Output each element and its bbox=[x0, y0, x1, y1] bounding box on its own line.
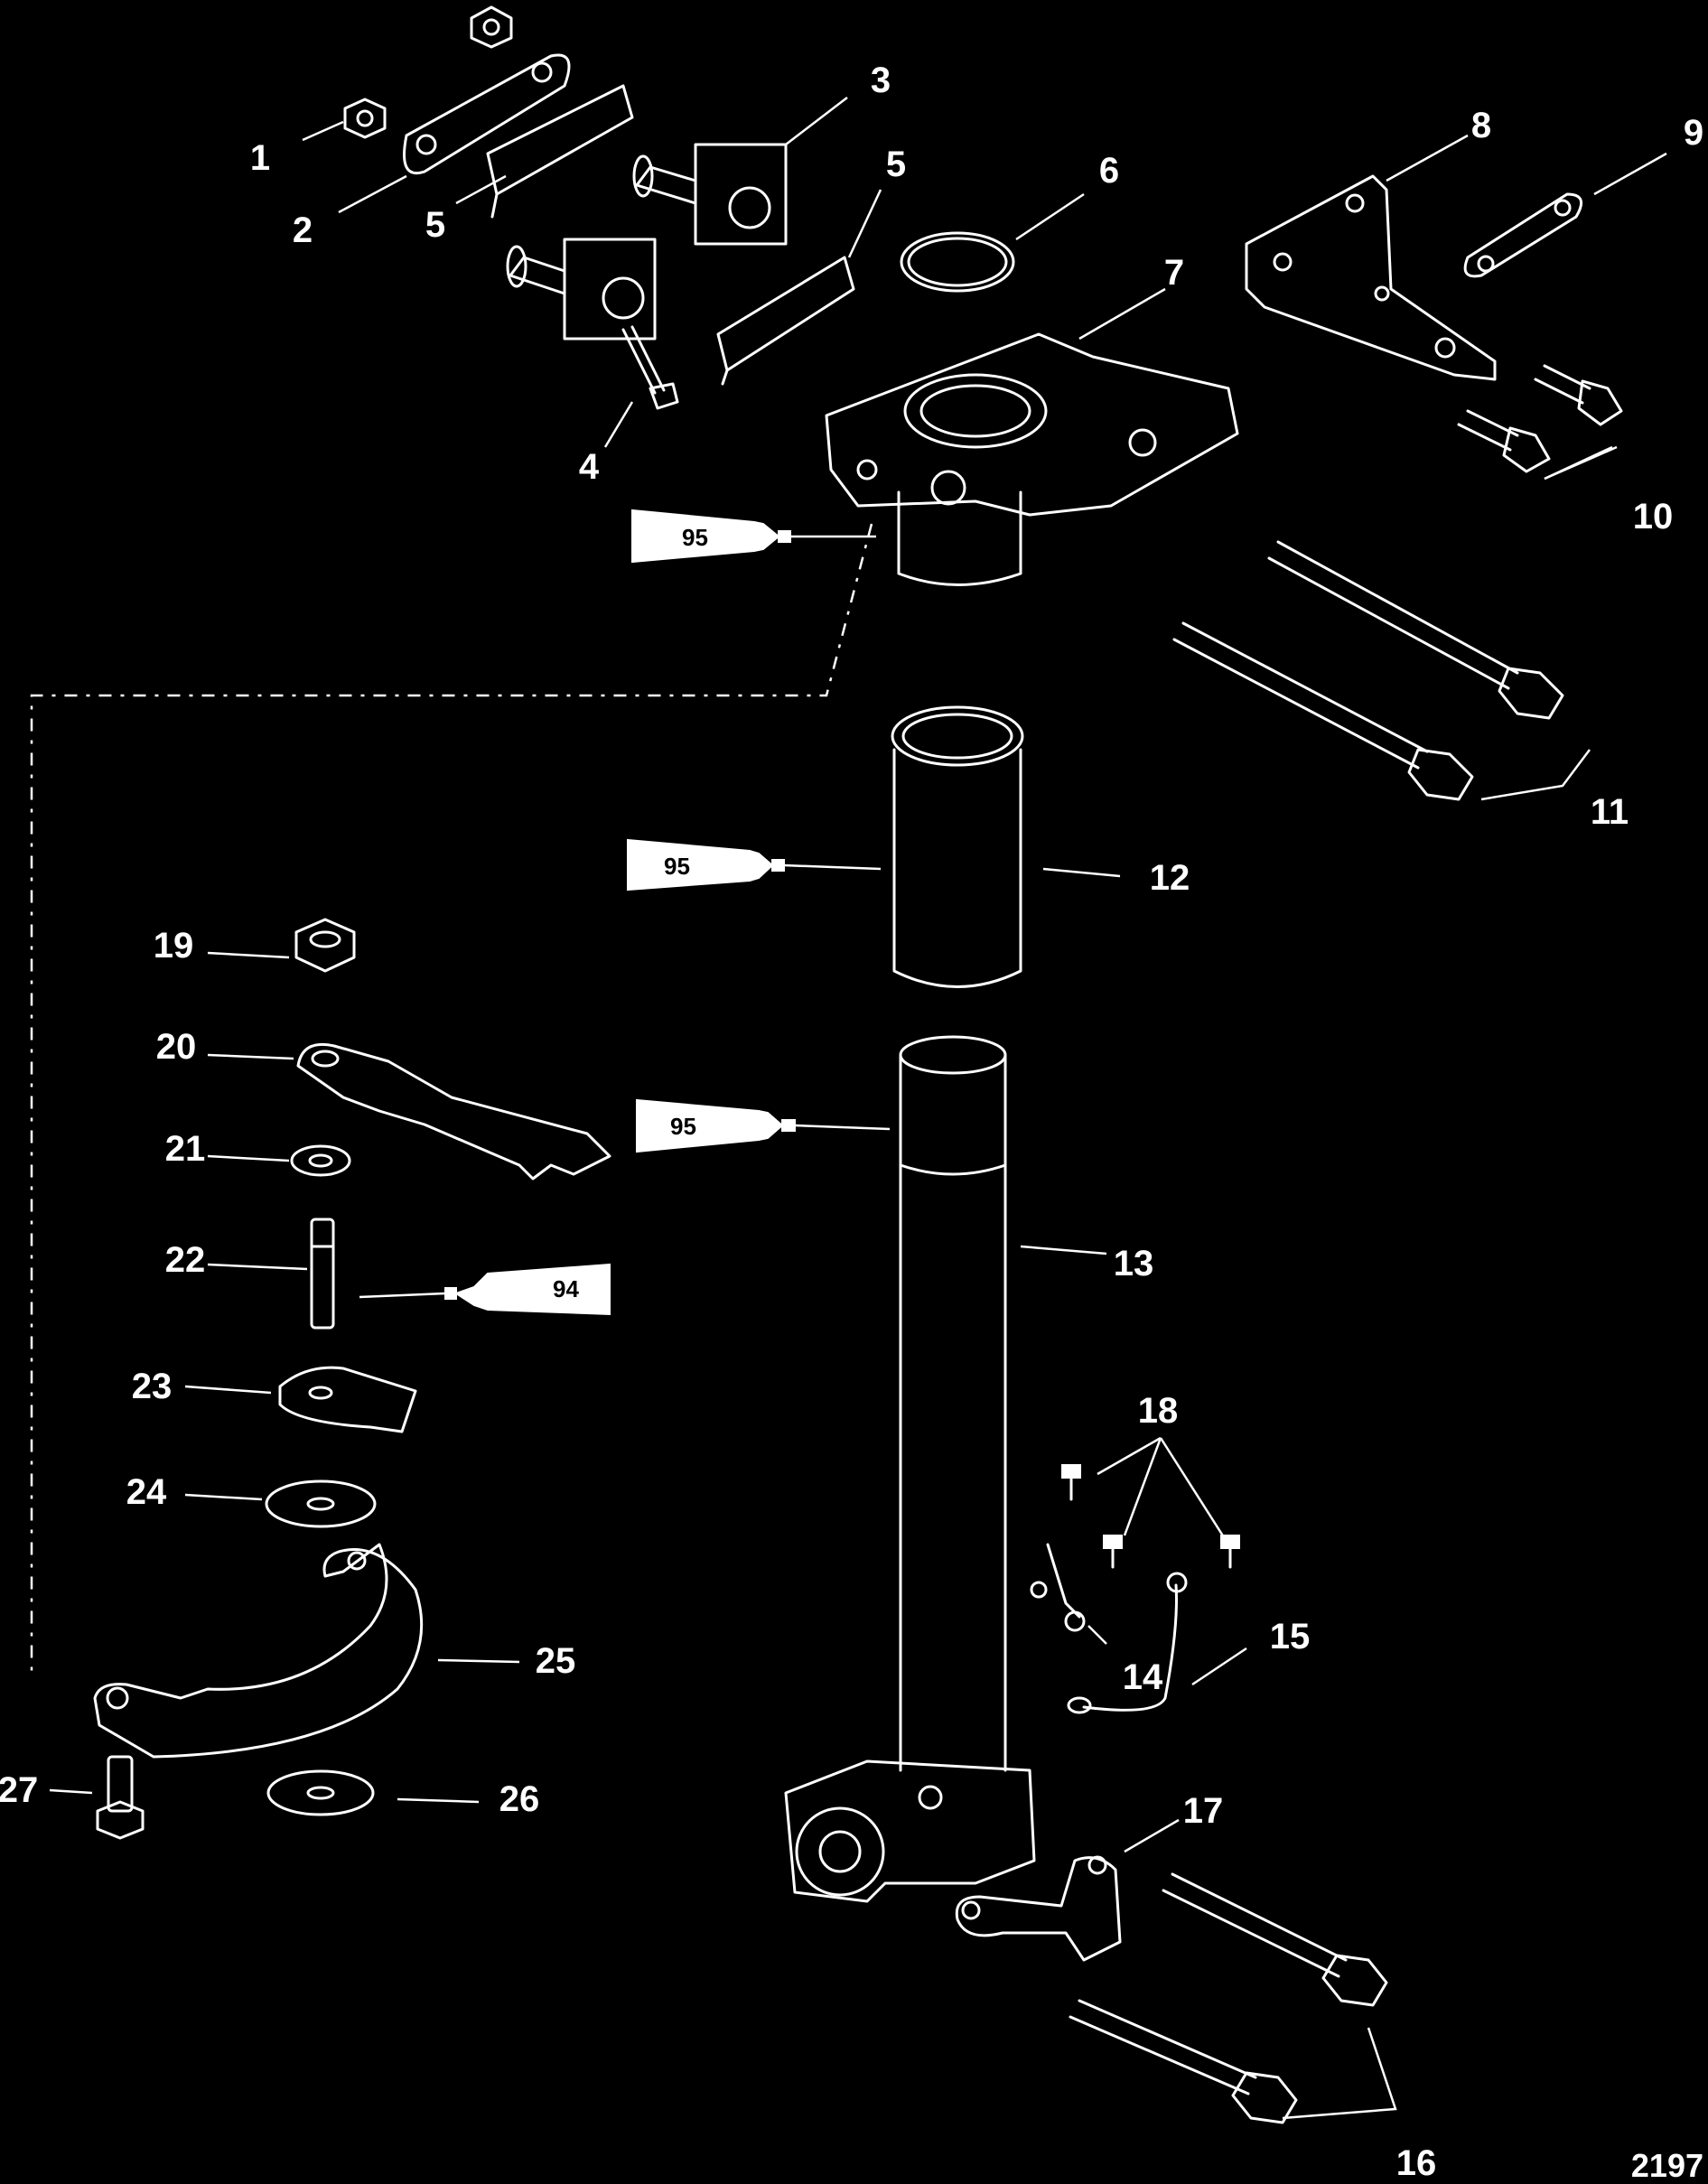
half-shim-5-left bbox=[486, 84, 634, 219]
callout-6: 6 bbox=[1099, 151, 1119, 191]
washer-24 bbox=[265, 1479, 377, 1528]
screw-18-c bbox=[1220, 1535, 1240, 1569]
callout-10: 10 bbox=[1633, 497, 1674, 537]
lube-tube-94: 94 bbox=[444, 1263, 611, 1316]
tube-label: 95 bbox=[664, 853, 690, 880]
lube-tube-95-lower: 95 bbox=[636, 1098, 796, 1153]
long-bolt-11-lower bbox=[1172, 621, 1474, 801]
tube-label: 95 bbox=[670, 1113, 696, 1140]
steering-head-7 bbox=[825, 332, 1239, 586]
screw-4 bbox=[621, 325, 679, 410]
callout-23: 23 bbox=[132, 1367, 173, 1406]
callout-15: 15 bbox=[1270, 1617, 1311, 1657]
bolt-10-lower bbox=[1457, 409, 1551, 473]
callout-13: 13 bbox=[1114, 1244, 1154, 1283]
screw-18-a bbox=[1061, 1464, 1081, 1501]
tube-label: 95 bbox=[682, 524, 708, 551]
steering-arm-20 bbox=[296, 1042, 611, 1181]
callout-25: 25 bbox=[536, 1641, 576, 1681]
callout-8: 8 bbox=[1471, 106, 1491, 145]
ground-strap-14 bbox=[1030, 1543, 1086, 1632]
long-bolt-16-lower bbox=[1069, 1999, 1298, 2124]
bracket-plate-8 bbox=[1245, 174, 1497, 381]
callout-4: 4 bbox=[579, 447, 600, 487]
callout-19: 19 bbox=[154, 926, 194, 966]
bolt-10-upper bbox=[1534, 364, 1623, 426]
tab-washer-23 bbox=[278, 1366, 417, 1433]
pin-22 bbox=[310, 1218, 335, 1330]
callout-12: 12 bbox=[1150, 858, 1190, 898]
washer-21 bbox=[290, 1144, 351, 1177]
clamp-17 bbox=[955, 1855, 1122, 1962]
lube-tube-95-top: 95 bbox=[631, 509, 791, 564]
figure-number: 2197 bbox=[1631, 2147, 1703, 2184]
callout-11: 11 bbox=[1591, 792, 1629, 832]
callout-18: 18 bbox=[1138, 1391, 1179, 1431]
callout-17: 17 bbox=[1183, 1791, 1224, 1831]
callout-14: 14 bbox=[1123, 1657, 1163, 1697]
callout-20: 20 bbox=[156, 1027, 197, 1067]
callout-2: 2 bbox=[293, 210, 313, 250]
callout-24: 24 bbox=[126, 1472, 167, 1512]
mount-block-3 bbox=[632, 143, 788, 246]
screw-18-b bbox=[1103, 1535, 1123, 1569]
leader-lines bbox=[49, 97, 1667, 2120]
bushing-tube-12 bbox=[891, 705, 1024, 988]
callout-labels: 1 2 3 4 5 5 6 7 8 9 10 11 12 13 14 15 16… bbox=[0, 61, 1703, 2183]
lube-tube-95-mid: 95 bbox=[627, 838, 785, 891]
hex-nut-1 bbox=[343, 98, 387, 139]
lock-tab-9 bbox=[1463, 192, 1583, 278]
o-ring-6 bbox=[900, 231, 1015, 293]
callout-21: 21 bbox=[165, 1129, 206, 1169]
hex-nut-top bbox=[470, 5, 513, 49]
washer-26 bbox=[266, 1769, 375, 1816]
link-plate-2 bbox=[403, 53, 571, 174]
callout-16: 16 bbox=[1396, 2143, 1437, 2183]
tube-label: 94 bbox=[553, 1275, 579, 1302]
steering-tube-13 bbox=[899, 1035, 1007, 1772]
callout-1: 1 bbox=[250, 138, 270, 178]
ground-wire-15 bbox=[1067, 1572, 1188, 1714]
screw-27 bbox=[96, 1755, 145, 1840]
callout-5-left: 5 bbox=[425, 205, 445, 245]
mount-block-left bbox=[506, 238, 657, 341]
callout-5-right: 5 bbox=[886, 145, 906, 184]
callout-22: 22 bbox=[165, 1240, 206, 1280]
callout-7: 7 bbox=[1164, 253, 1184, 293]
swivel-block-lower bbox=[784, 1759, 1036, 1903]
callout-27: 27 bbox=[0, 1770, 38, 1810]
callout-26: 26 bbox=[499, 1779, 540, 1819]
lock-nut-19 bbox=[294, 918, 356, 973]
callout-3: 3 bbox=[871, 61, 891, 100]
arc-bracket-25 bbox=[93, 1543, 424, 1759]
long-bolt-16-upper bbox=[1162, 1872, 1388, 2007]
callout-9: 9 bbox=[1684, 113, 1703, 153]
long-bolt-11-upper bbox=[1267, 540, 1564, 720]
half-shim-5-right bbox=[716, 256, 855, 386]
